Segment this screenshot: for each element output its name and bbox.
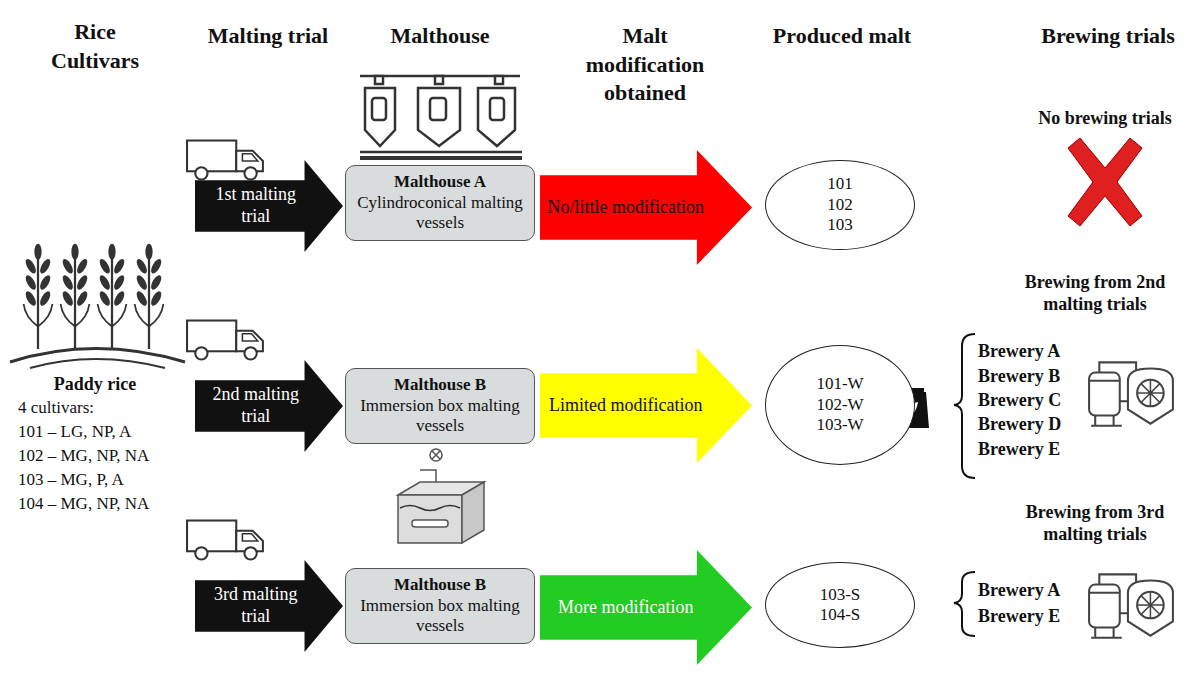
box-text: Cylindroconical malting vessels [354, 193, 526, 234]
malthouse-box: Malthouse BImmersion box malting vessels [345, 568, 535, 644]
box-text: 102-W [816, 395, 863, 415]
box-text: 102 [827, 195, 853, 215]
box-text: 103-W [816, 415, 863, 435]
box-text: Immersion box malting vessels [354, 396, 526, 437]
box-text: 101-W [816, 374, 863, 394]
malthouse-box: Malthouse ACylindroconical malting vesse… [345, 165, 535, 241]
text-label: 103 – MG, P, A [18, 470, 124, 490]
box-text: 101 [827, 174, 853, 194]
trial-arrow: 3rd malting trial [195, 560, 343, 652]
column-header: Rice Cultivars [35, 18, 155, 75]
modification-arrow: No/little modification [540, 150, 752, 265]
truck-icon [187, 521, 263, 560]
box-heading: Malthouse B [394, 375, 486, 395]
arrow-outline [195, 560, 343, 652]
text-label: 101 – LG, NP, A [18, 422, 131, 442]
trial-arrow: 2nd malting trial [195, 360, 343, 452]
bold-label: Brewery A [978, 341, 1060, 363]
trial-arrow: 1st malting trial [195, 160, 343, 252]
column-header: Brewing trials [1018, 22, 1198, 51]
truck-icon [187, 321, 263, 360]
malt-ellipse: 101-W102-W103-W [765, 345, 915, 465]
bold-label: Brewery E [978, 606, 1060, 628]
column-header: Produced malt [752, 22, 932, 51]
malt-ellipse: 101102103 [765, 160, 915, 250]
bold-label: Brewery C [978, 390, 1061, 412]
box-text: 2nd malting trial [201, 384, 310, 427]
bracket [954, 334, 975, 636]
box-text: 1st malting trial [201, 184, 310, 227]
box-text: Limited modification [549, 395, 702, 417]
modification-arrow: Limited modification [540, 348, 752, 463]
bold-label: Brewery A [978, 580, 1060, 602]
truck-icon [187, 141, 263, 180]
arrow-outline [195, 160, 343, 252]
modification-arrow: More modification [540, 550, 752, 665]
box-heading: Malthouse B [394, 575, 486, 595]
bold-label: Brewing from 3rd malting trials [1000, 502, 1190, 545]
box-text: 104-S [820, 605, 861, 625]
column-header: Malting trial [183, 22, 353, 51]
box-heading: Malthouse A [394, 172, 486, 192]
bold-label: Brewing from 2nd malting trials [1000, 272, 1190, 315]
bold-label: Brewery E [978, 439, 1060, 461]
malt-ellipse: 103-S104-S [765, 562, 915, 648]
box-text: 103 [827, 215, 853, 235]
arrow-outline [540, 550, 752, 665]
silo-icon [360, 76, 522, 158]
brewery-icon [1089, 362, 1173, 425]
text-label: 4 cultivars: [18, 398, 94, 418]
arrow-outline [195, 360, 343, 452]
bold-label: Paddy rice [10, 374, 180, 396]
column-header: Malt modification obtained [565, 22, 725, 108]
box-text: More modification [558, 597, 693, 619]
box-text: No/little modification [547, 197, 703, 219]
box-text: 103-S [820, 585, 861, 605]
red-cross [1068, 138, 1142, 226]
bold-label: Brewery D [978, 414, 1061, 436]
malthouse-box: Malthouse BImmersion box malting vessels [345, 368, 535, 444]
column-header: Malthouse [355, 22, 525, 51]
arrow-outline [540, 150, 752, 265]
box-text: Immersion box malting vessels [354, 596, 526, 637]
immersion-box-icon [398, 449, 484, 543]
bold-label: No brewing trials [1005, 108, 1200, 130]
box-text: 3rd malting trial [201, 584, 310, 627]
brewery-icon [1089, 574, 1173, 637]
text-label: 104 – MG, NP, NA [18, 494, 149, 514]
arrow-outline [540, 348, 752, 463]
bold-label: Brewery B [978, 366, 1060, 388]
text-label: 102 – MG, NP, NA [18, 446, 149, 466]
rice-plants [10, 244, 185, 368]
